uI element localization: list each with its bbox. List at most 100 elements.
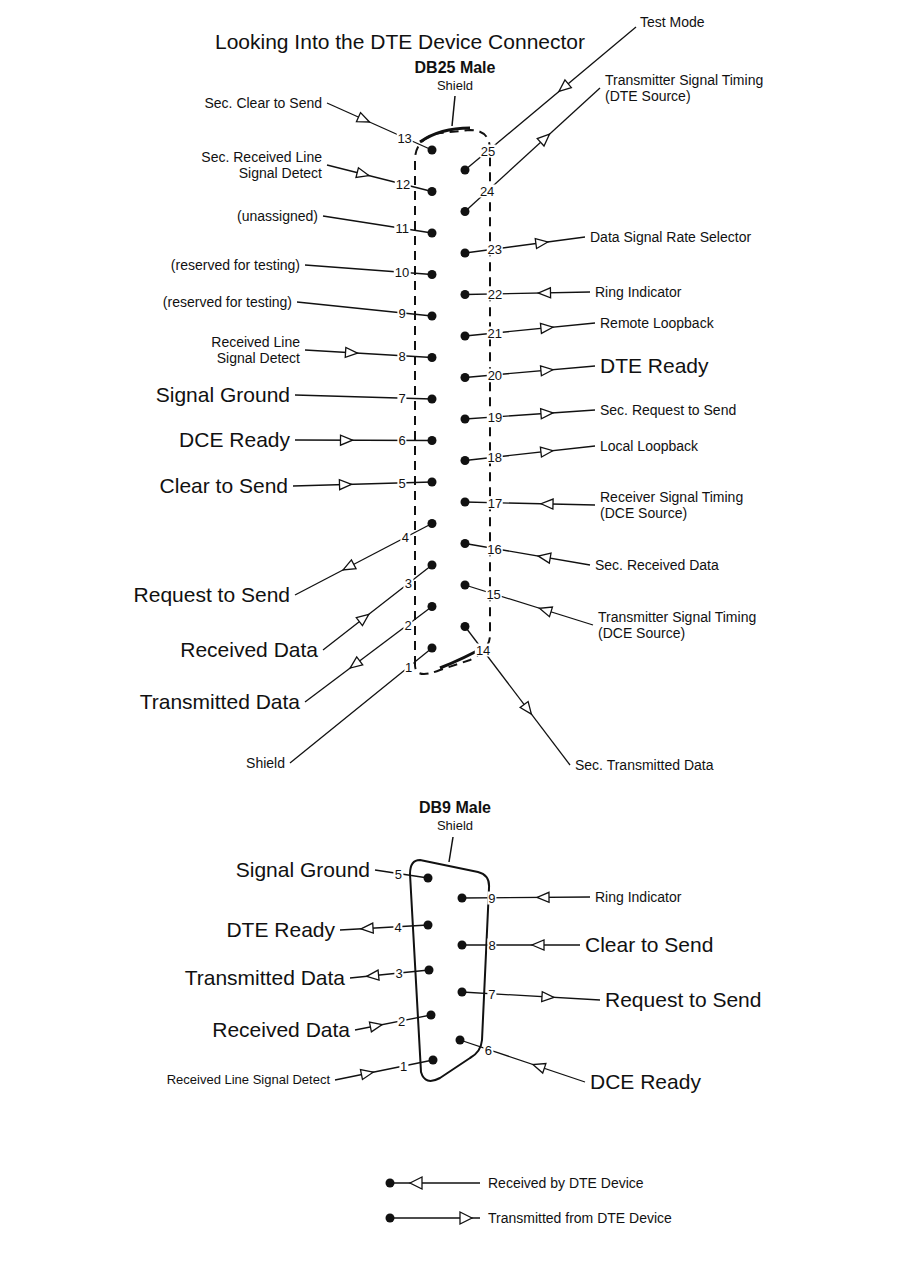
leader-line: [460, 1040, 585, 1082]
pin-contact: [458, 941, 467, 950]
leader-line: [323, 565, 432, 650]
pin-number: 9: [487, 891, 496, 904]
pin-number: 3: [404, 577, 413, 590]
leader-line: [293, 482, 432, 486]
leader-line: [350, 970, 429, 978]
signal-name: Ring Indicator: [595, 889, 681, 905]
shield-leader: [449, 837, 453, 862]
leader-line: [465, 366, 595, 378]
pin-contact: [428, 312, 437, 321]
signal-name: (reserved for testing): [171, 257, 300, 273]
direction-arrow: [350, 657, 363, 668]
pin-contact: [461, 622, 470, 631]
leader-line: [355, 1015, 431, 1030]
signal-name: Transmitter Signal Timing (DTE Source): [605, 72, 790, 104]
legend-text: Received by DTE Device: [488, 1175, 644, 1191]
pin-contact: [424, 874, 433, 883]
direction-arrow: [533, 1064, 546, 1073]
pin-number: 5: [397, 476, 406, 489]
pin-contact: [461, 290, 470, 299]
signal-name: DTE Ready: [226, 918, 335, 942]
signal-name: (reserved for testing): [163, 294, 292, 310]
pin-number: 24: [479, 185, 495, 198]
signal-name: Received Data: [212, 1018, 350, 1042]
direction-arrow: [541, 499, 553, 509]
signal-name: Clear to Send: [160, 474, 288, 498]
direction-arrow: [520, 701, 531, 714]
pin-number: 8: [397, 349, 406, 362]
pin-contact: [428, 519, 437, 528]
pin-number: 12: [395, 178, 411, 191]
direction-arrow: [339, 480, 351, 490]
pin-number: 13: [396, 131, 412, 144]
legend-arrow-in: [410, 1177, 422, 1189]
signal-name: Received Line Signal Detect: [195, 334, 300, 366]
pin-number: 14: [475, 644, 491, 657]
leader-line: [297, 302, 432, 316]
pin-number: 20: [487, 368, 503, 381]
pin-contact: [428, 395, 437, 404]
signal-name: Transmitted Data: [140, 690, 300, 714]
signal-name: Test Mode: [640, 14, 705, 30]
pin-number: 21: [487, 327, 503, 340]
pin-contact: [461, 249, 470, 258]
leader-line: [462, 944, 580, 945]
pin-contact: [429, 1056, 438, 1065]
direction-arrow: [540, 447, 552, 457]
pin-number: 4: [401, 531, 410, 544]
pin-number: 1: [399, 1059, 408, 1072]
pin-number: 19: [487, 410, 503, 423]
shield-leader: [452, 96, 455, 126]
legend-arrow-out: [460, 1212, 472, 1224]
signal-name: Request to Send: [134, 583, 290, 607]
signal-name: Sec. Received Line Signal Detect: [197, 149, 322, 181]
leader-line: [462, 897, 590, 898]
pin-contact: [461, 332, 470, 341]
leader-line: [465, 627, 570, 766]
legend-line: [390, 1182, 480, 1183]
pin-number: 25: [480, 144, 496, 157]
pin-contact: [461, 456, 470, 465]
signal-name: Transmitted Data: [185, 966, 345, 990]
pin-number: 4: [393, 920, 402, 933]
leader-line: [335, 1060, 433, 1080]
direction-arrow: [340, 435, 352, 445]
pin-number: 7: [487, 987, 496, 1000]
direction-arrow: [540, 323, 552, 333]
signal-name: Signal Ground: [236, 858, 370, 882]
leader-line: [327, 103, 432, 150]
connector-heading: DB9 Male: [419, 799, 491, 817]
leader-line: [327, 165, 432, 192]
leader-line: [305, 607, 432, 703]
leader-line: [465, 323, 595, 336]
signal-name: Sec. Transmitted Data: [575, 757, 714, 773]
signal-name: Request to Send: [605, 988, 761, 1012]
leader-line: [465, 585, 593, 625]
leader-line: [465, 292, 590, 295]
signal-name: (unassigned): [237, 208, 318, 224]
leader-line: [305, 350, 432, 358]
leader-line: [465, 410, 595, 419]
pin-contact: [428, 187, 437, 196]
pin-contact: [428, 270, 437, 279]
db25-shell-top: [420, 128, 470, 142]
signal-name: Sec. Received Data: [595, 557, 719, 573]
pin-number: 11: [395, 222, 411, 235]
direction-arrow: [367, 970, 379, 980]
pin-number: 6: [397, 434, 406, 447]
signal-name: Received Line Signal Detect: [167, 1073, 330, 1088]
connector-heading: Shield: [437, 79, 473, 94]
pin-contact: [428, 478, 437, 487]
pin-contact: [428, 229, 437, 238]
pin-number: 23: [487, 243, 503, 256]
connector-heading: Shield: [437, 819, 473, 834]
signal-name: DCE Ready: [590, 1070, 701, 1094]
direction-arrow: [538, 288, 550, 298]
legend-text: Transmitted from DTE Device: [488, 1210, 672, 1226]
leader-line: [465, 446, 595, 461]
pin-number: 2: [397, 1014, 406, 1027]
direction-arrow: [356, 168, 369, 178]
diagram-title: Looking Into the DTE Device Connector: [215, 30, 585, 54]
